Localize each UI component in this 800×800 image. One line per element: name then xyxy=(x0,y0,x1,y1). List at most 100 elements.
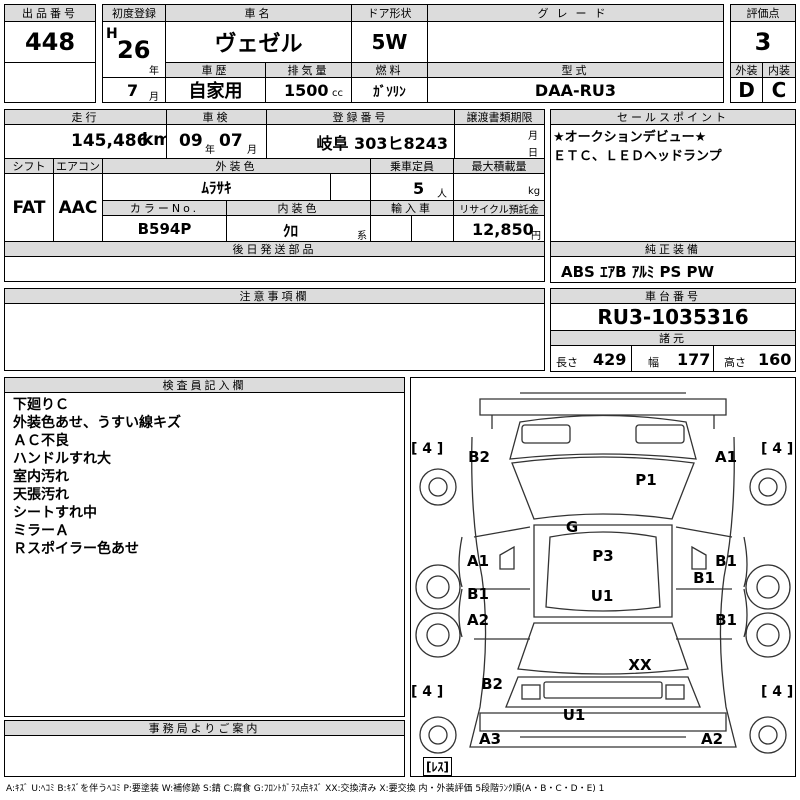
office-box xyxy=(4,735,405,777)
interior-value: C xyxy=(762,77,796,103)
inspector-line: Ｒスポイラー色あせ xyxy=(13,541,139,557)
transfer-day-unit: 日 xyxy=(528,148,538,159)
interior-label: 内装 xyxy=(762,62,796,78)
inspector-line: 外装色あせ、うすい線キズ xyxy=(13,415,181,431)
inspection-year: 09 xyxy=(179,131,203,151)
equipment-box: ABS ｴｱB ｱﾙﾐ PS PW xyxy=(550,256,796,283)
dims-length-value: 429 xyxy=(593,350,627,369)
recycle-label: リサイクル預託金 xyxy=(453,200,545,216)
capacity-cell: 5 人 xyxy=(370,173,454,201)
sales-point-label: セールスポイント xyxy=(550,109,796,125)
max-load-label: 最大積載量 xyxy=(453,158,545,174)
shift-label: シフト xyxy=(4,158,54,174)
displacement-label: 排気量 xyxy=(265,62,352,78)
inspection-cell: 09 年 07 月 xyxy=(166,124,267,159)
dims-height-value: 160 xyxy=(758,350,792,369)
inspector-label: 検査員記入欄 xyxy=(4,377,405,393)
inspector-line: ＡＣ不良 xyxy=(13,433,69,449)
sales-point-line: ★オークションデビュー★ xyxy=(553,130,707,145)
inspector-line: シートすれ中 xyxy=(13,505,97,521)
damage-mark: P3 xyxy=(592,547,614,565)
recycle-unit: 円 xyxy=(531,231,541,242)
inspection-label: 車検 xyxy=(166,109,267,125)
inspector-line: 室内汚れ xyxy=(13,469,69,485)
aircon-value: AAC xyxy=(53,173,103,242)
lot-no-value: 448 xyxy=(4,21,96,63)
fuel-value: ｶﾞｿﾘﾝ xyxy=(351,77,428,103)
damage-mark: A1 xyxy=(714,448,738,466)
later-parts-label: 後日発送部品 xyxy=(4,241,545,257)
lot-no-label: 出品番号 xyxy=(4,4,96,22)
inspector-line: 天張汚れ xyxy=(13,487,69,503)
displacement-unit: cc xyxy=(332,88,343,99)
damage-mark: U1 xyxy=(562,706,586,724)
car-diagram: [ 4 ] [ 4 ] [ 4 ] [ 4 ] [ﾚｽ] xyxy=(410,377,796,777)
first-reg-year-unit: 年 xyxy=(149,66,159,77)
damage-mark: B1 xyxy=(693,569,715,587)
inspector-box: 検査員記入欄 下廻りＣ 外装色あせ、うすい線キズ ＡＣ不良 ハンドルすれ大 室内… xyxy=(4,377,405,717)
int-color-unit: 系 xyxy=(357,231,367,242)
ext-color-value: ﾑﾗｻｷ xyxy=(102,173,331,201)
inspection-month: 07 xyxy=(219,131,243,151)
dims-length-cell: 長さ 429 xyxy=(550,345,632,372)
car-name-value: ヴェゼル xyxy=(165,21,352,63)
car-outline-svg xyxy=(415,392,791,754)
tire-tread-rl: [ 4 ] xyxy=(411,684,444,700)
legend-footnote: A:ｷｽﾞ U:ﾍｺﾐ B:ｷｽﾞを伴うﾍｺﾐ P:要塗装 W:補修跡 S:錆 … xyxy=(6,784,605,794)
tire-tread-rr: [ 4 ] xyxy=(761,684,794,700)
transfer-month-unit: 月 xyxy=(528,131,538,142)
damage-mark: XX xyxy=(628,656,652,674)
inspection-year-unit: 年 xyxy=(205,145,215,156)
sales-point-box: ★オークションデビュー★ ＥＴＣ、ＬＥＤヘッドランプ xyxy=(550,124,796,242)
shift-value: FAT xyxy=(4,173,54,242)
import-label: 輸入車 xyxy=(370,200,454,216)
damage-mark: A2 xyxy=(700,730,724,748)
dims-height-label: 高さ xyxy=(724,356,746,369)
color-no-value: B594P xyxy=(102,215,227,242)
inspector-notes: 下廻りＣ 外装色あせ、うすい線キズ ＡＣ不良 ハンドルすれ大 室内汚れ 天張汚れ… xyxy=(13,396,181,558)
capacity-value: 5 xyxy=(413,179,425,198)
damage-mark: P1 xyxy=(635,471,657,489)
notes-box xyxy=(4,303,545,371)
inspector-line: 下廻りＣ xyxy=(13,397,69,413)
transfer-label: 譲渡書類期限 xyxy=(454,109,545,125)
ext-color-label: 外装色 xyxy=(102,158,371,174)
exterior-label: 外装 xyxy=(730,62,763,78)
max-load-cell: kg xyxy=(453,173,545,201)
first-reg-label: 初度登録 xyxy=(102,4,166,22)
plate-label: 登録番号 xyxy=(266,109,455,125)
later-parts-box xyxy=(4,256,545,282)
grade-value xyxy=(427,21,724,63)
dims-width-value: 177 xyxy=(677,350,711,369)
recycle-value: 12,850 xyxy=(472,220,534,239)
mileage-value: 145,486 xyxy=(71,131,149,151)
office-label: 事務局よりご案内 xyxy=(4,720,405,736)
equipment-value: ABS ｴｱB ｱﾙﾐ PS PW xyxy=(561,263,715,281)
history-value: 自家用 xyxy=(165,77,266,103)
displacement-value: 1500 xyxy=(284,81,329,100)
score-value: 3 xyxy=(730,21,796,63)
damage-mark: B1 xyxy=(715,552,737,570)
mileage-cell: 145,486 km xyxy=(4,124,171,159)
first-reg-era: H xyxy=(106,26,118,42)
mileage-label: 走行 xyxy=(4,109,167,125)
import-cell-2 xyxy=(411,215,454,242)
transfer-cell: 月 日 xyxy=(454,124,545,159)
lot-no-blank xyxy=(4,62,96,103)
first-reg-year-cell: H 26 年 xyxy=(102,21,166,78)
first-reg-year: 26 xyxy=(117,36,151,64)
plate-value: 岐阜 303ヒ8243 xyxy=(266,124,455,159)
sales-point-line: ＥＴＣ、ＬＥＤヘッドランプ xyxy=(553,149,722,164)
aircon-label: エアコン xyxy=(53,158,103,174)
dims-height-cell: 高さ 160 xyxy=(713,345,796,372)
displacement-cell: 1500 cc xyxy=(265,77,352,103)
tire-tread-fl: [ 4 ] xyxy=(411,441,444,457)
damage-mark: A2 xyxy=(466,611,490,629)
notes-label: 注意事項欄 xyxy=(4,288,545,304)
int-color-value: ｸﾛ xyxy=(283,222,299,240)
fuel-label: 燃料 xyxy=(351,62,428,78)
int-color-cell: ｸﾛ 系 xyxy=(226,215,371,242)
ext-color-extra xyxy=(330,173,371,201)
inspection-month-unit: 月 xyxy=(247,145,257,156)
damage-mark: B1 xyxy=(467,585,489,603)
